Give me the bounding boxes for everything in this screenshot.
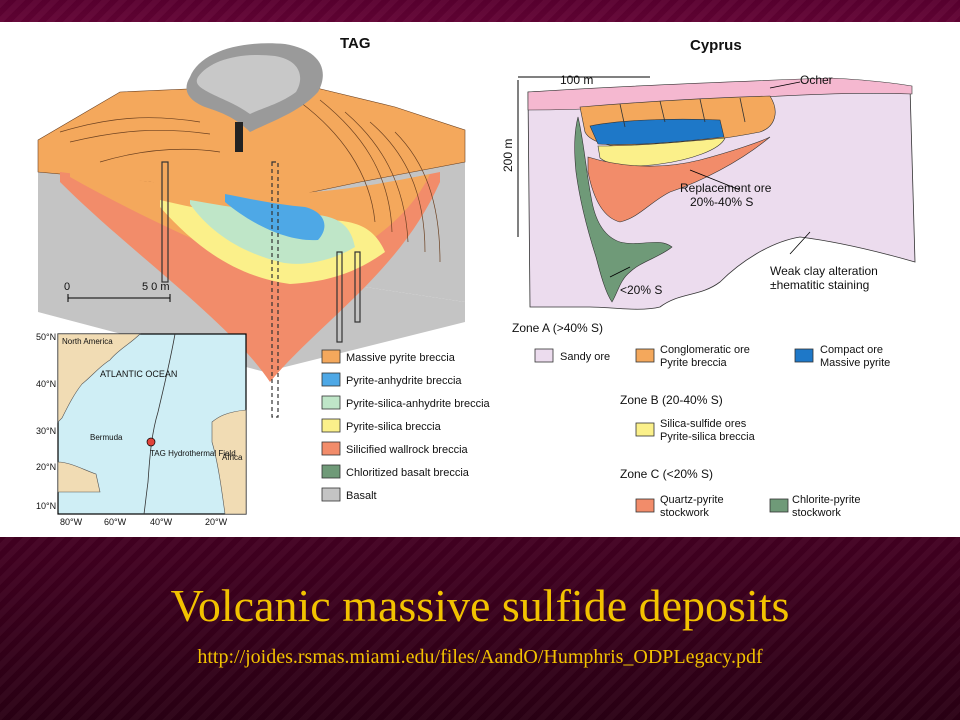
tag-scale-end: 5 0 m [142,281,170,293]
silica-sulfide-label: Silica-sulfide ores [660,418,747,430]
slide-title: Volcanic massive sulfide deposits [170,580,790,631]
lat-label: 30°N [36,426,56,436]
replacement-line: Replacement ore [680,181,772,195]
map-africa-land [211,409,247,515]
chlorite-pyrite-swatch [769,498,789,513]
cyprus-compact-ore [589,118,725,145]
tag-legend-label: Basalt [346,490,377,502]
cyprus-diagram [517,76,916,310]
tag-strata-lines [59,99,441,263]
tag-legend-swatch [321,464,341,479]
cyprus-chlorite-pyrite [574,116,673,303]
cyprus-faults [619,97,746,128]
tag-legend-label: Pyrite-silica breccia [346,421,442,433]
cyprus-legend: Zone A (>40% S) Sandy ore Conglomeratic … [512,321,890,519]
map-north-america-label: North America [62,337,113,346]
tag-legend-swatch [321,418,341,433]
tag-legend-label: Pyrite-anhydrite breccia [346,375,462,387]
cyprus-low-s-label: <20% S [620,283,662,297]
tag-drill-holes [161,161,361,418]
silica-sulfide-swatch [635,422,655,437]
zone-c-heading: Zone C (<20% S) [620,467,713,481]
cyprus-weak-clay-label: Weak clay alteration ±hematitic staining [770,264,878,292]
tag-legend-label: Massive pyrite breccia [346,352,456,364]
cyprus-ocher-label: Ocher [800,73,833,87]
tag-legend-swatch [321,441,341,456]
chlorite-pyrite-label: Chlorite-pyrite [792,494,860,506]
tag-legend-label: Silicified wallrock breccia [346,444,469,456]
map-bermuda-label: Bermuda [90,433,123,442]
zone-b-heading: Zone B (20-40% S) [620,393,723,407]
tag-smoker-plume [186,43,323,152]
conglomeratic-label: Pyrite breccia [660,357,728,369]
sandy-ore-swatch [534,348,554,363]
lon-label: 40°W [150,517,173,527]
map-north-america-land [57,333,141,423]
conglomeratic-label: Conglomeratic ore [660,344,750,356]
lon-label: 60°W [104,517,127,527]
map-lon-labels: 80°W 60°W 40°W 20°W [60,517,228,527]
compact-label: Compact ore [820,344,883,356]
compact-label: Massive pyrite [820,357,890,369]
cyprus-leaders [609,81,811,278]
map-tag-site-marker [146,437,156,447]
figure-panel: TAG 0 5 0 m 50°N 40°N 30°N 20°N 10°N 80°… [0,22,960,537]
lat-label: 40°N [36,379,56,389]
map-caribbean [57,461,101,493]
tag-diagram [37,43,466,418]
replacement-line: 20%-40% S [690,195,753,209]
zone-a-heading: Zone A (>40% S) [512,321,603,335]
tag-scale-start: 0 [64,281,70,293]
clay-line: ±hematitic staining [770,278,869,292]
compact-swatch [794,348,814,363]
cyprus-width-label: 100 m [560,73,593,87]
lon-label: 20°W [205,517,228,527]
cyprus-quartz-pyrite [587,136,771,223]
silica-sulfide-label: Pyrite-silica breccia [660,431,756,443]
tag-legend-swatch [321,487,341,502]
tag-basalt-bottom [38,140,465,372]
lat-label: 10°N [36,501,56,511]
conglomeratic-swatch [635,348,655,363]
map-tag-site-label: TAG Hydrothermal Field [150,449,236,458]
map-africa-label: Africa [222,453,243,462]
tag-legend-swatch [321,372,341,387]
tag-legend-label: Pyrite-silica-anhydrite breccia [346,398,491,410]
clay-line: Weak clay alteration [770,264,878,278]
map-ocean-label: ATLANTIC OCEAN [100,369,177,379]
cyprus-replacement-label: Replacement ore 20%-40% S [680,181,772,209]
quartz-pyrite-label: Quartz-pyrite [660,494,724,506]
lat-label: 50°N [36,332,56,342]
tag-legend-swatch [321,349,341,364]
lat-label: 20°N [36,462,56,472]
tag-title: TAG [340,35,371,52]
quartz-pyrite-label: stockwork [660,507,709,519]
quartz-pyrite-swatch [635,498,655,513]
map-lat-labels: 50°N 40°N 30°N 20°N 10°N [36,332,56,511]
tag-legend-label: Chloritized basalt breccia [346,467,470,479]
cyprus-height-label: 200 m [501,139,515,172]
source-url-link[interactable]: http://joides.rsmas.miami.edu/files/Aand… [197,646,763,668]
cyprus-title: Cyprus [690,37,742,54]
sandy-ore-label: Sandy ore [560,351,610,363]
inset-map [57,333,247,515]
tag-anhydrite-band [225,194,325,241]
lon-label: 80°W [60,517,83,527]
tag-legend-swatch [321,395,341,410]
figure-svg: TAG 0 5 0 m 50°N 40°N 30°N 20°N 10°N 80°… [36,35,916,527]
chlorite-pyrite-label: stockwork [792,507,841,519]
